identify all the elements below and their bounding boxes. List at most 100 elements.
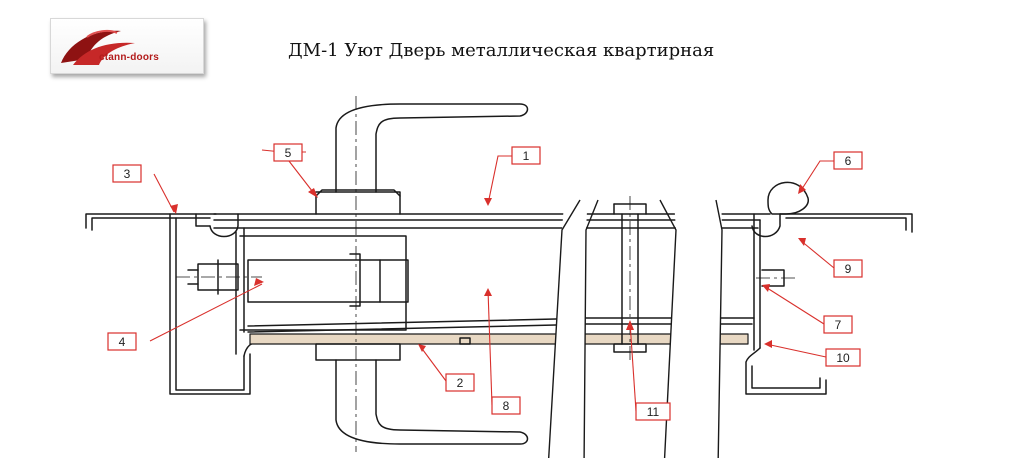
drawing-path — [149, 283, 263, 342]
drawing-path — [335, 359, 529, 445]
drawing-path — [487, 155, 512, 205]
drawing-path — [763, 285, 825, 325]
callout-2: 2 — [445, 373, 475, 392]
drawing-path — [209, 213, 239, 238]
break-lines — [547, 199, 723, 458]
callout-4: 4 — [107, 332, 137, 351]
drawing-rect — [491, 396, 521, 415]
drawing-path — [315, 191, 401, 215]
drawing-path — [239, 235, 407, 331]
callout-boxes: 1 2 3 4 5 6 7 8 — [107, 143, 863, 421]
drawing-path — [85, 213, 217, 229]
drawing-path — [187, 269, 199, 285]
callout-3: 3 — [112, 164, 142, 183]
drawing-path — [247, 259, 409, 303]
drawing-polygon — [626, 320, 634, 330]
drawing-polygon — [762, 284, 770, 292]
drawing-text: 6 — [845, 154, 852, 168]
drawing-polygon — [798, 238, 806, 246]
drawing-path — [73, 42, 135, 65]
page-title: ДМ-1 Уют Дверь металлическая квартирная — [288, 40, 715, 61]
drawing-rect — [249, 333, 580, 345]
drawing-path — [175, 217, 245, 391]
brand-logo: ctann-doors — [50, 18, 204, 74]
drawing-polygon — [484, 198, 492, 206]
drawing-rect — [635, 402, 671, 421]
drawing-rect — [445, 373, 475, 392]
drawing-rect — [833, 259, 863, 278]
drawing-rect — [107, 332, 137, 351]
drawing-text: 8 — [503, 399, 510, 413]
center-lines — [176, 96, 796, 452]
drawing-polygon — [418, 344, 426, 352]
drawing-text: 4 — [119, 335, 126, 349]
drawing-path — [197, 263, 239, 291]
drawing-path — [751, 365, 821, 389]
drawing-path — [61, 30, 121, 63]
drawing-text: 2 — [457, 376, 464, 390]
drawing-path — [785, 217, 907, 231]
drawing-path — [751, 213, 781, 238]
drawing-text: 10 — [836, 351, 850, 365]
drawing-rect — [273, 143, 303, 162]
drawing-text: 5 — [285, 146, 292, 160]
right-frame-profile — [716, 181, 913, 395]
drawing-g — [85, 103, 913, 445]
drawing-path — [349, 253, 361, 307]
drawing-rect — [825, 348, 861, 367]
callout-1: 1 — [511, 146, 541, 165]
drawing-path — [613, 343, 647, 353]
drawing-rect — [823, 315, 853, 334]
door-handle — [335, 103, 529, 445]
drawing-path — [315, 189, 401, 215]
drawing-text: 11 — [647, 405, 660, 419]
drawing-path — [86, 29, 118, 38]
drawing-path — [799, 239, 835, 269]
drawing-rect — [833, 151, 863, 170]
drawing-text: 1 — [523, 149, 530, 163]
drawing-path — [547, 199, 581, 458]
drawing-path — [613, 203, 647, 215]
drawing-path — [799, 160, 834, 193]
drawing-path — [715, 199, 723, 458]
drawing-path — [459, 337, 471, 345]
drawing-polygon — [308, 188, 318, 198]
drawing-polygon — [254, 278, 264, 286]
drawing-path — [767, 181, 809, 215]
callout-11: 11 — [635, 402, 671, 421]
callout-10: 10 — [825, 348, 861, 367]
drawing-rect — [112, 164, 142, 183]
callout-6: 6 — [833, 151, 863, 170]
drawing-path — [169, 213, 251, 395]
drawing-path — [195, 213, 211, 227]
drawing-path — [247, 317, 580, 327]
drawing-path — [315, 343, 401, 361]
drawing-path — [487, 289, 493, 406]
drawing-rect — [716, 333, 749, 345]
left-leaf-section — [213, 189, 580, 361]
left-frame-profile — [85, 213, 259, 395]
logo-text: ctann-doors — [99, 52, 159, 63]
callout-arrowheads — [170, 184, 806, 352]
drawing-polygon — [764, 340, 772, 348]
callout-8: 8 — [491, 396, 521, 415]
drawing-polygon — [484, 288, 492, 296]
logo-swoosh-icon — [61, 29, 135, 65]
drawing-path — [153, 173, 175, 213]
drawing-polygon — [170, 204, 178, 214]
drawing-rect — [511, 146, 541, 165]
drawing-text: 3 — [124, 167, 131, 181]
callout-5: 5 — [273, 143, 303, 162]
drawing-path — [91, 217, 211, 231]
drawing-text: 7 — [835, 318, 842, 332]
drawing-path — [659, 199, 677, 458]
drawing-path — [583, 199, 599, 458]
drawing-path — [419, 345, 447, 382]
drawing-path — [779, 213, 913, 233]
drawing-path — [629, 321, 637, 412]
drawing-path — [765, 343, 827, 358]
drawing-path — [621, 213, 639, 345]
callout-7: 7 — [823, 315, 853, 334]
callout-leaders — [149, 149, 835, 412]
